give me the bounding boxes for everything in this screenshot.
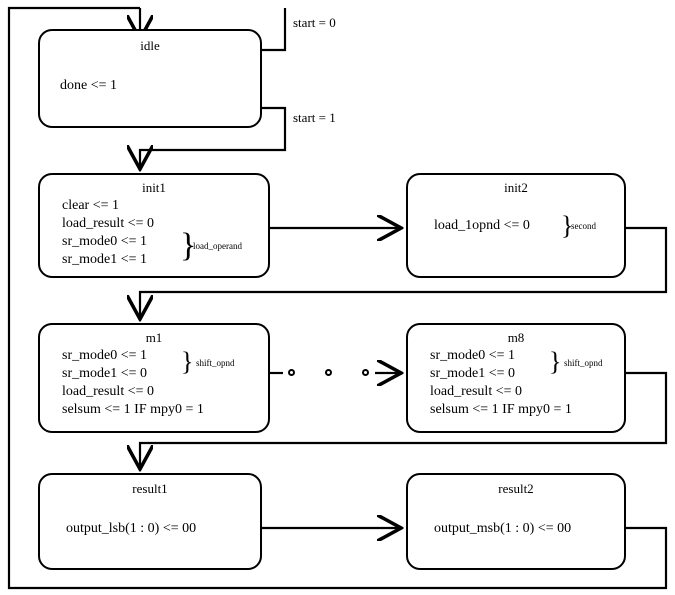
group-brace-m8: } bbox=[549, 347, 562, 376]
group-label-m8: shift_opnd bbox=[564, 358, 603, 368]
state-title-result2: result2 bbox=[498, 481, 534, 496]
action-line: sr_mode1 <= 0 bbox=[430, 366, 516, 381]
group-label-init2: second bbox=[571, 221, 596, 231]
edge-idle-to-init1 bbox=[140, 106, 287, 168]
state-actions-m8: sr_mode0 <= 1 sr_mode1 <= 0 load_result … bbox=[430, 347, 572, 419]
action-line: sr_mode0 <= 1 bbox=[430, 348, 516, 363]
state-box-m1[interactable]: m1 sr_mode0 <= 1 sr_mode1 <= 0 load_resu… bbox=[38, 323, 270, 433]
state-box-result2[interactable]: result2 output_msb(1 : 0) <= 00 bbox=[406, 473, 626, 570]
action-line: output_msb(1 : 0) <= 00 bbox=[434, 521, 572, 536]
action-line: done <= 1 bbox=[60, 78, 118, 93]
action-line: sr_mode1 <= 1 bbox=[62, 252, 148, 267]
ellipsis-dot bbox=[362, 369, 369, 376]
ellipsis-dot bbox=[325, 369, 332, 376]
state-box-idle[interactable]: idle done <= 1 bbox=[38, 29, 262, 128]
ellipsis-dot bbox=[288, 369, 295, 376]
edge-label-start-0: start = 0 bbox=[293, 15, 336, 30]
state-actions-m1: sr_mode0 <= 1 sr_mode1 <= 0 load_result … bbox=[62, 347, 204, 419]
action-line: output_lsb(1 : 0) <= 00 bbox=[66, 521, 197, 536]
state-actions-init2: load_1opnd <= 0 bbox=[434, 217, 530, 235]
state-box-m8[interactable]: m8 sr_mode0 <= 1 sr_mode1 <= 0 load_resu… bbox=[406, 323, 626, 433]
edge-idle-start0 bbox=[262, 8, 287, 52]
action-line: selsum <= 1 IF mpy0 = 1 bbox=[430, 402, 572, 417]
state-actions-idle: done <= 1 bbox=[60, 77, 117, 95]
state-title-m1: m1 bbox=[145, 330, 163, 345]
action-line: load_1opnd <= 0 bbox=[434, 218, 530, 233]
action-line: selsum <= 1 IF mpy0 = 1 bbox=[62, 402, 204, 417]
state-box-init1[interactable]: init1 clear <= 1 load_result <= 0 sr_mod… bbox=[38, 173, 270, 278]
edge-init2-to-m1 bbox=[140, 226, 668, 318]
state-title-m8: m8 bbox=[507, 330, 525, 345]
group-label-m1: shift_opnd bbox=[196, 358, 235, 368]
state-actions-init1: clear <= 1 load_result <= 0 sr_mode0 <= … bbox=[62, 197, 154, 269]
state-actions-result2: output_msb(1 : 0) <= 00 bbox=[434, 520, 571, 538]
group-brace-init2: } bbox=[561, 211, 574, 240]
state-title-init1: init1 bbox=[142, 180, 166, 195]
action-line: sr_mode1 <= 0 bbox=[62, 366, 148, 381]
state-box-init2[interactable]: init2 load_1opnd <= 0 } second bbox=[406, 173, 626, 278]
action-line: sr_mode0 <= 1 bbox=[62, 348, 148, 363]
state-title-init2: init2 bbox=[504, 180, 528, 195]
group-label-init1: load_operand bbox=[193, 241, 242, 251]
edge-m8-to-result1 bbox=[140, 371, 668, 468]
action-line: load_result <= 0 bbox=[430, 384, 522, 399]
action-line: sr_mode0 <= 1 bbox=[62, 234, 148, 249]
state-title-result1: result1 bbox=[132, 481, 168, 496]
group-brace-m1: } bbox=[181, 347, 194, 376]
state-actions-result1: output_lsb(1 : 0) <= 00 bbox=[66, 520, 196, 538]
action-line: load_result <= 0 bbox=[62, 384, 154, 399]
action-line: clear <= 1 bbox=[62, 198, 119, 213]
action-line: load_result <= 0 bbox=[62, 216, 154, 231]
group-brace-init1: } bbox=[180, 227, 197, 264]
edge-label-start-1: start = 1 bbox=[293, 110, 336, 125]
state-box-result1[interactable]: result1 output_lsb(1 : 0) <= 00 bbox=[38, 473, 262, 570]
edge-result2-to-idle bbox=[7, 6, 668, 590]
state-title-idle: idle bbox=[140, 38, 160, 53]
